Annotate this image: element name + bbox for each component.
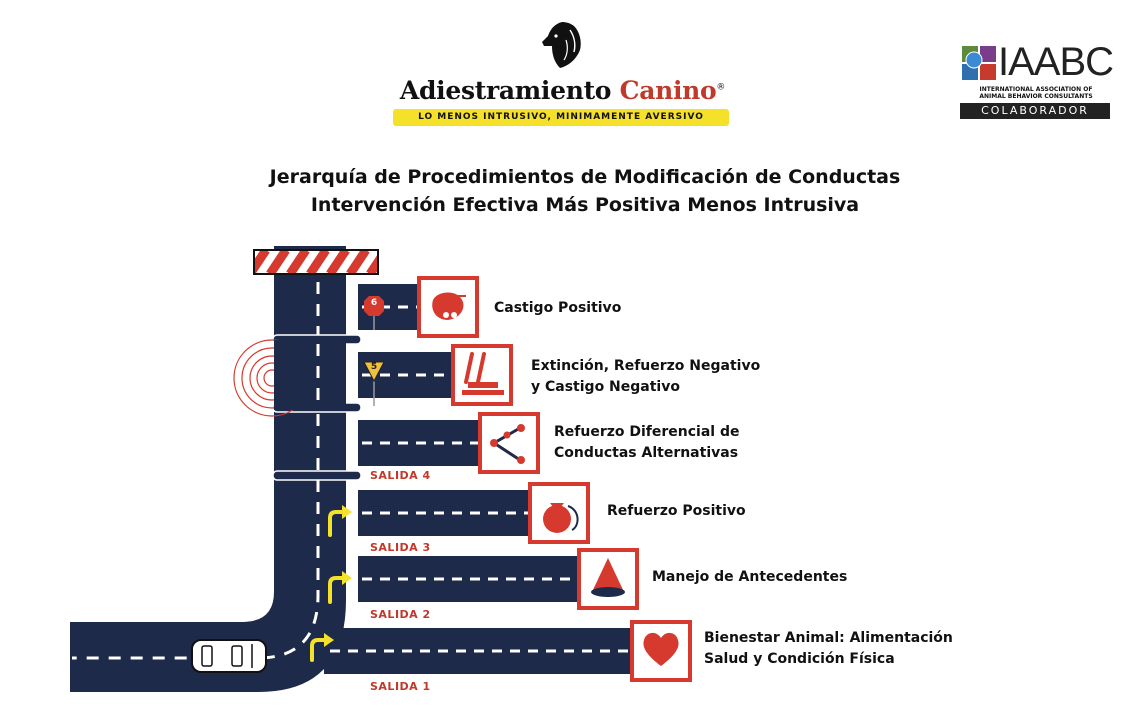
iaabc-emblem-icon	[962, 46, 996, 80]
road-barrier	[253, 249, 379, 275]
diagram-title: Jerarquía de Procedimientos de Modificac…	[269, 166, 901, 216]
turn-arrow-icon	[310, 510, 346, 662]
main-road	[70, 246, 346, 692]
step-5-label: Extinción, Refuerzo Negativo y Castigo N…	[531, 358, 761, 395]
marker-6-text: 6	[370, 298, 378, 308]
step-6-label: Castigo Positivo	[494, 300, 622, 316]
step-3-label: Refuerzo Positivo	[607, 503, 746, 519]
car-icon	[191, 639, 267, 673]
step-1-label: Bienestar Animal: Alimentación Salud y C…	[704, 630, 953, 667]
exit-2-label: SALIDA 2	[370, 608, 431, 621]
exit-1-label: SALIDA 1	[370, 680, 431, 693]
brand-name: Adiestramiento Canino®	[399, 76, 726, 105]
treat-bag-icon	[528, 482, 590, 544]
marker-6	[364, 296, 384, 330]
exit-4-label: SALIDA 4	[370, 469, 431, 482]
marker-5	[363, 361, 385, 406]
shock-collar-icon	[417, 276, 479, 338]
scale-icon	[451, 344, 513, 406]
partner-logo-text: IAABC	[998, 40, 1114, 84]
branch-icon	[478, 412, 540, 474]
lane-3	[358, 490, 538, 536]
brand-logo: Adiestramiento Canino® LO MENOS INTRUSIV…	[390, 20, 735, 130]
lane-4	[358, 420, 488, 466]
dog-head-icon	[542, 22, 581, 68]
partner-logo: IAABC INTERNATIONAL ASSOCIATION OF ANIMA…	[958, 40, 1114, 122]
cone-icon	[577, 548, 639, 610]
lane-2	[358, 556, 588, 602]
heart-icon	[630, 620, 692, 682]
marker-5-text: 5	[370, 362, 378, 372]
partner-full-name: INTERNATIONAL ASSOCIATION OF ANIMAL BEHA…	[979, 86, 1093, 100]
exit-3-label: SALIDA 3	[370, 541, 431, 554]
step-4-label: Refuerzo Diferencial de Conductas Altern…	[554, 424, 740, 461]
brand-tagline: LO MENOS INTRUSIVO, MINIMAMENTE AVERSIVO	[393, 109, 729, 126]
partner-badge: COLABORADOR	[960, 103, 1110, 119]
lane-1	[324, 628, 640, 674]
step-2-label: Manejo de Antecedentes	[652, 569, 848, 585]
